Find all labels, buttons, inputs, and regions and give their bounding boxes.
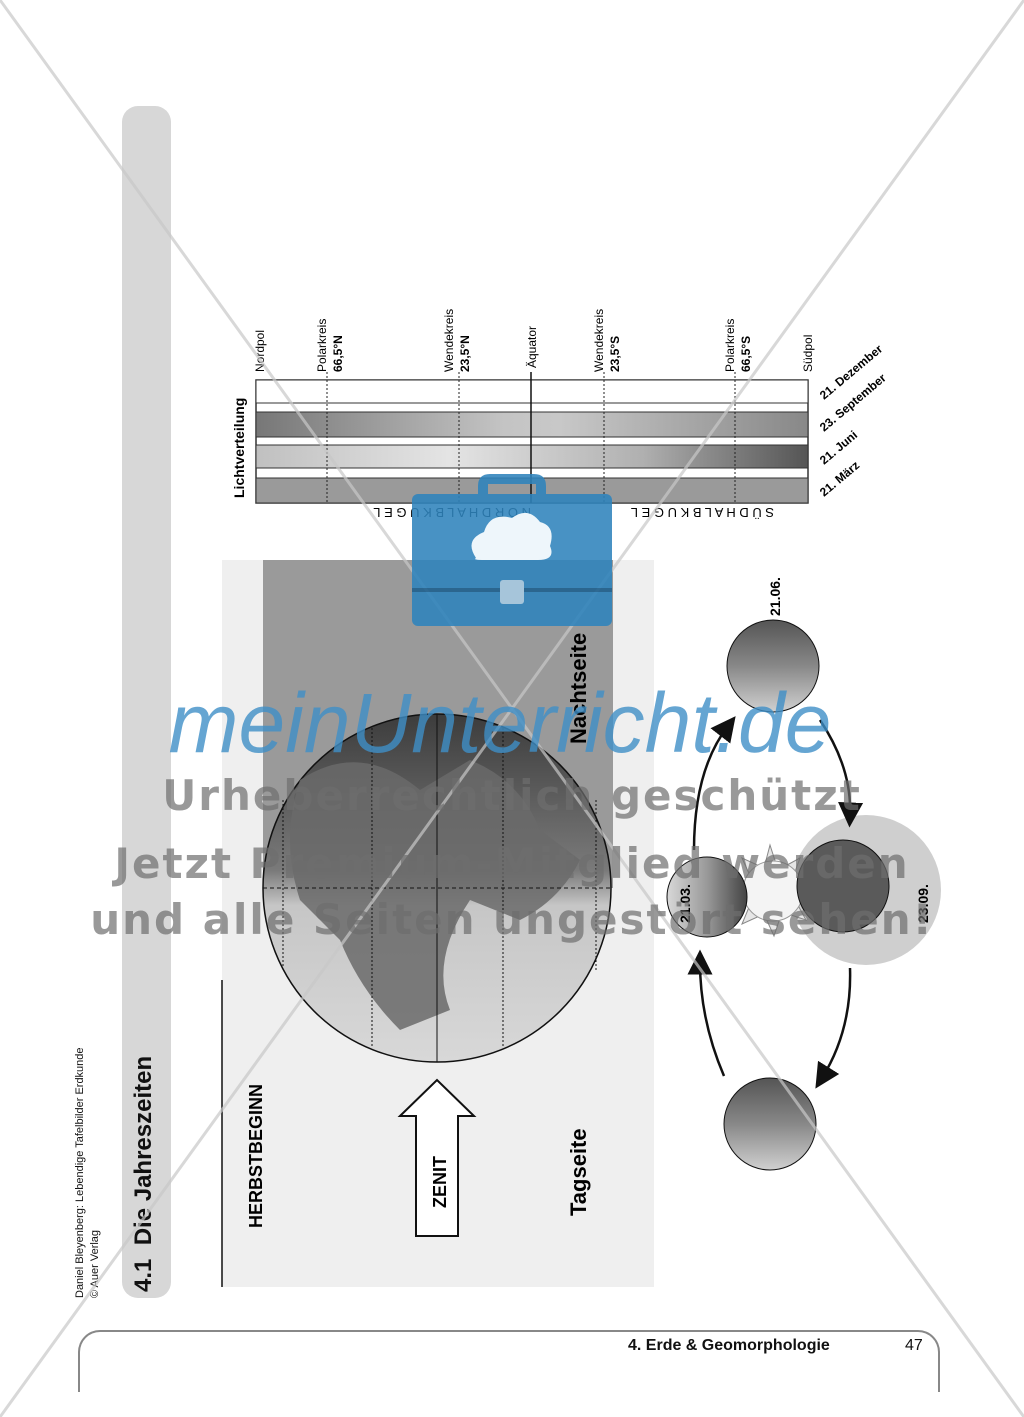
watermark-line2: Jetzt Premium-Mitglied werden — [111, 839, 909, 888]
footer-chapter: 4. Erde & Geomorphologie — [628, 1337, 830, 1354]
footer-frame — [78, 1330, 940, 1392]
globe-heading: HERBSTBEGINN — [246, 1084, 266, 1228]
section-bar — [122, 106, 171, 1298]
lat-label-nordpol: Nordpol — [253, 330, 267, 372]
cloud-icon — [471, 512, 552, 560]
lat-value-66s: 66,5°S — [739, 336, 753, 372]
orbit-date-march: 21.03. — [677, 884, 693, 923]
orbit-arrow-2 — [818, 719, 864, 828]
night-side-label: Nachtseite — [566, 633, 591, 744]
hemisphere-south: S Ü D H A L B K U G E L — [631, 505, 774, 520]
band-21-juni — [255, 444, 809, 469]
globe-panel — [221, 560, 654, 1287]
orbit-diagram — [666, 619, 941, 1171]
date-label-september: 23. September — [817, 371, 889, 435]
chart-title: Lichtverteilung — [231, 398, 247, 498]
lat-label-aequator: Äquator — [525, 326, 539, 368]
orbit-date-june: 21.06. — [767, 577, 783, 616]
lat-label-suedpol: Südpol — [801, 335, 815, 372]
lat-label-polarkreis-s: Polarkreis — [723, 319, 737, 372]
earth-march — [666, 856, 748, 938]
orbit-arrow-3 — [815, 967, 852, 1089]
lat-value-23s: 23,5°S — [608, 336, 622, 372]
watermark-line3: und alle Seiten ungestört sehen! — [90, 895, 934, 944]
orbit-arrow-1 — [692, 716, 736, 851]
date-label-dezember: 21. Dezember — [817, 342, 886, 403]
earth-june — [726, 619, 820, 713]
page-number: 47 — [905, 1337, 923, 1354]
continent-shape — [290, 760, 580, 1030]
sun-icon — [728, 843, 818, 938]
lat-label-wendekreis-s: Wendekreis — [592, 309, 606, 372]
zenith-label: ZENIT — [430, 1156, 450, 1208]
day-side-label: Tagseite — [566, 1128, 591, 1216]
watermark-brand: meinUnterricht.de — [169, 676, 832, 770]
lat-value-23n: 23,5°N — [458, 335, 472, 372]
earth-december — [723, 1077, 817, 1171]
lat-label-polarkreis-n: Polarkreis — [315, 319, 329, 372]
orbit-arrow-4 — [687, 949, 726, 1077]
band-21-dezember — [255, 379, 809, 404]
watermark-line1: Urheberrechtlich geschützt — [162, 771, 862, 820]
orbit-date-september: 23.09. — [915, 884, 931, 923]
earth-september — [796, 839, 890, 933]
lat-value-66n: 66,5°N — [331, 335, 345, 372]
lat-label-wendekreis-n: Wendekreis — [442, 309, 456, 372]
zenith-arrow — [397, 1078, 477, 1237]
